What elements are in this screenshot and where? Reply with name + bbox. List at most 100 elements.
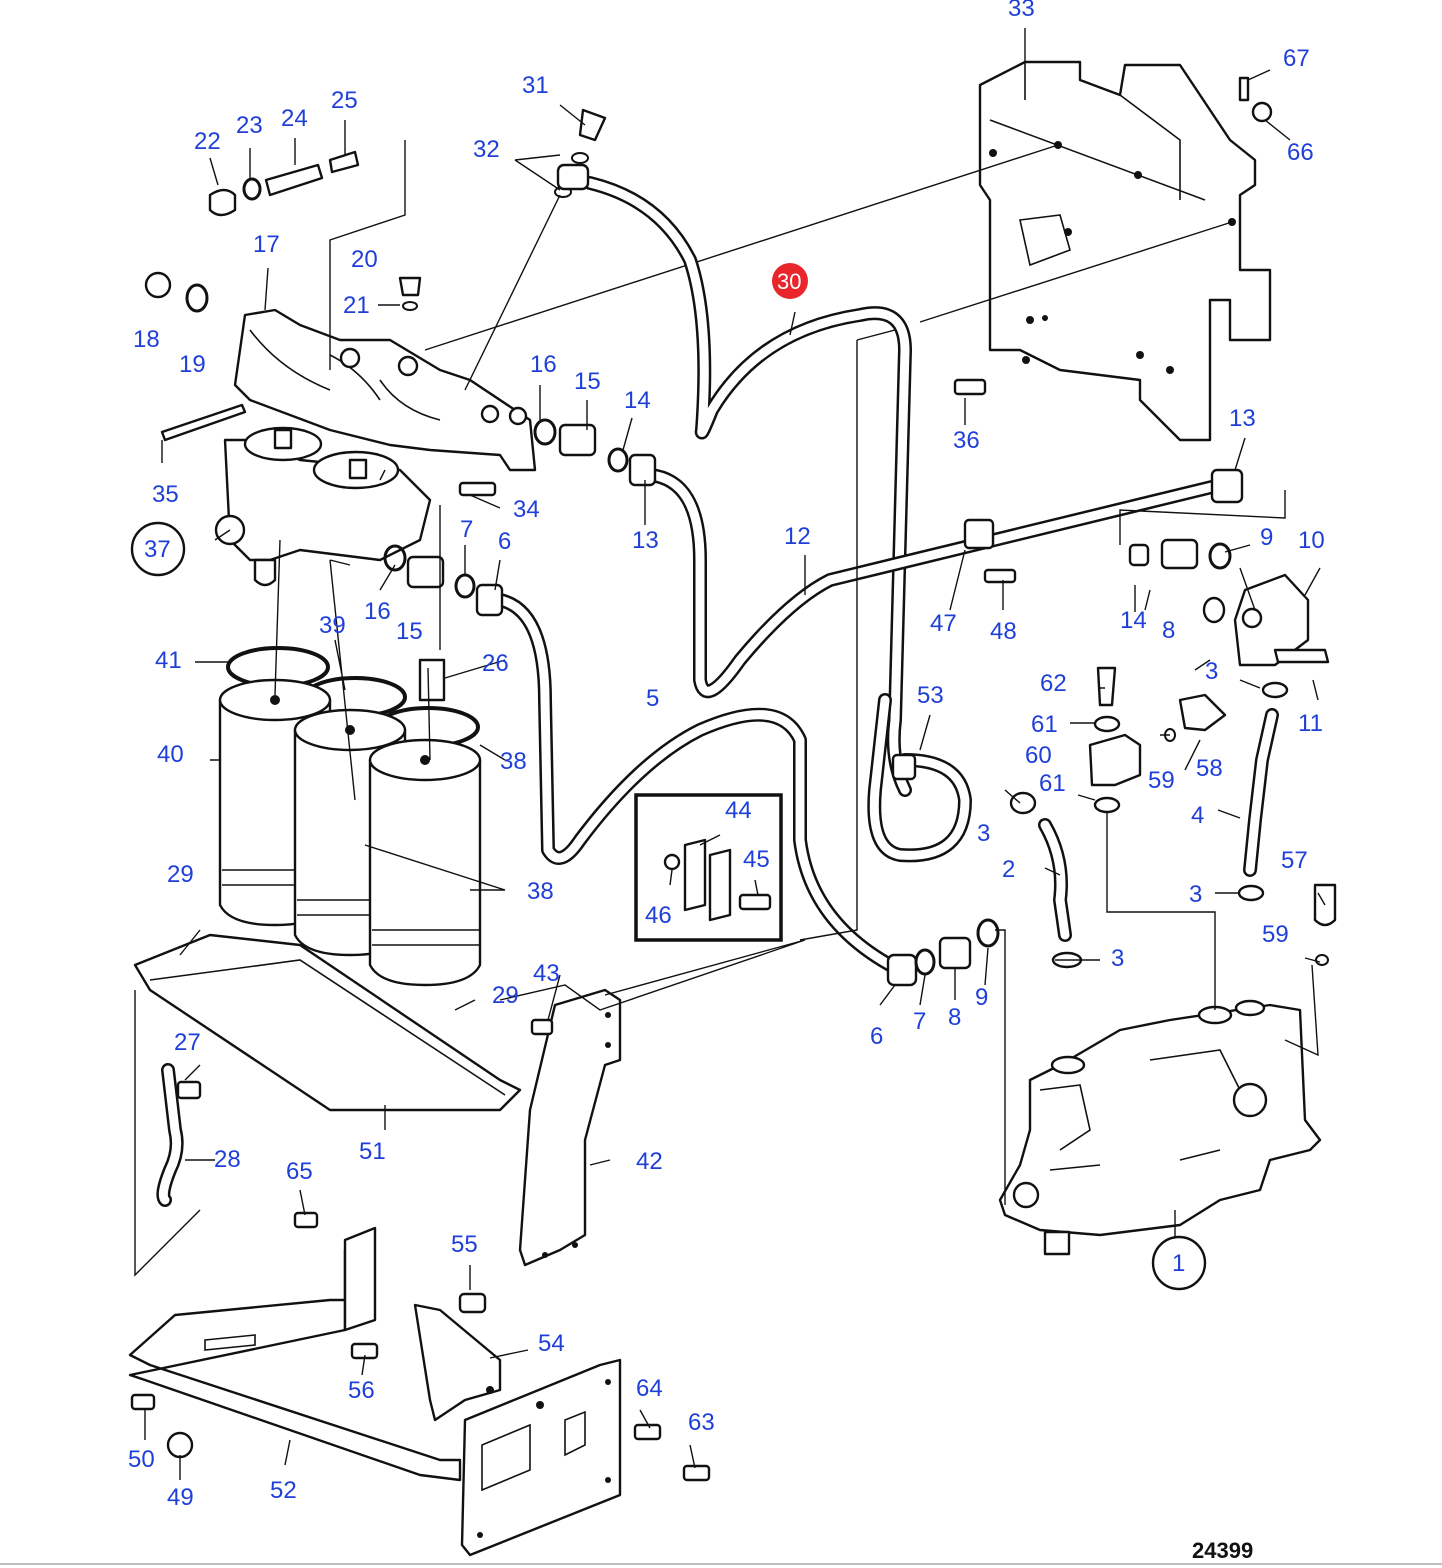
label-42: 42 (636, 1148, 663, 1175)
label-66: 66 (1287, 139, 1314, 166)
bottom-divider (0, 1563, 1442, 1565)
hose-30 (583, 176, 912, 797)
label-62: 62 (1040, 670, 1067, 697)
label-44: 44 (725, 797, 752, 824)
highlight-marker (772, 263, 808, 299)
support-frame (128, 1226, 462, 1482)
label-7-bottom: 7 (913, 1008, 926, 1035)
label-8-bottom: 8 (948, 1004, 961, 1031)
label-49: 49 (167, 1484, 194, 1511)
label-29-left: 29 (167, 861, 194, 888)
label-25: 25 (331, 87, 358, 114)
label-57: 57 (1281, 847, 1308, 874)
filter-housing (998, 999, 1322, 1256)
label-59-top: 59 (1148, 767, 1175, 794)
label-6-top: 6 (498, 528, 511, 555)
label-26: 26 (482, 650, 509, 677)
label-47: 47 (930, 610, 957, 637)
label-63: 63 (688, 1409, 715, 1436)
detail-box (634, 793, 783, 942)
label-48: 48 (990, 618, 1017, 645)
oil-filters (218, 678, 482, 987)
label-7-top: 7 (460, 516, 473, 543)
label-41: 41 (155, 647, 182, 674)
label-14-top: 14 (624, 387, 651, 414)
label-23: 23 (236, 112, 263, 139)
label-1: 1 (1172, 1250, 1185, 1277)
drip-tray (133, 933, 522, 1277)
label-5: 5 (646, 685, 659, 712)
mounting-bracket (978, 60, 1272, 442)
label-36: 36 (953, 427, 980, 454)
hose-53 (867, 693, 972, 863)
label-55: 55 (451, 1231, 478, 1258)
label-15-top: 15 (574, 368, 601, 395)
callout-circle-37 (130, 521, 186, 577)
label-3-c: 3 (1189, 881, 1202, 908)
label-13-right: 13 (1229, 405, 1256, 432)
callout-circle-1 (1151, 1235, 1207, 1291)
label-28: 28 (214, 1146, 241, 1173)
label-35: 35 (152, 481, 179, 508)
label-11: 11 (1298, 710, 1323, 737)
label-24: 24 (281, 105, 308, 132)
pipe-12 (643, 468, 1227, 699)
label-64: 64 (636, 1375, 663, 1402)
label-3-b: 3 (977, 820, 990, 847)
figure-number: 24399 (1192, 1538, 1253, 1563)
label-13-left: 13 (632, 527, 659, 554)
label-30: 30 (777, 269, 801, 294)
label-53: 53 (917, 682, 944, 709)
label-6-bottom: 6 (870, 1023, 883, 1050)
label-67: 67 (1283, 45, 1310, 72)
label-60: 60 (1025, 742, 1052, 769)
label-20: 20 (351, 246, 378, 273)
label-52: 52 (270, 1477, 297, 1504)
label-3-d: 3 (1111, 945, 1124, 972)
label-31: 31 (522, 72, 549, 99)
label-8-right: 8 (1162, 617, 1175, 644)
label-21: 21 (343, 292, 370, 319)
label-39: 39 (319, 612, 346, 639)
label-29-right: 29 (492, 982, 519, 1009)
label-3-a: 3 (1205, 658, 1218, 685)
label-37: 37 (144, 536, 171, 563)
label-45: 45 (743, 846, 770, 873)
part-labels: 33 67 66 31 32 25 24 23 22 17 20 21 18 1… (128, 0, 1325, 1563)
label-4: 4 (1191, 802, 1204, 829)
label-16-top: 16 (530, 351, 557, 378)
label-54: 54 (538, 1330, 565, 1357)
label-12: 12 (784, 523, 811, 550)
label-10: 10 (1298, 527, 1325, 554)
label-40: 40 (157, 741, 184, 768)
label-19: 19 (179, 351, 206, 378)
fittings (130, 76, 1337, 1482)
bracket-42 (518, 988, 622, 1267)
label-38-bottom: 38 (527, 878, 554, 905)
bracket-54 (413, 1303, 622, 1557)
label-14-right: 14 (1120, 607, 1147, 634)
filter-head (214, 308, 537, 587)
label-16-bottom: 16 (364, 598, 391, 625)
label-38-top: 38 (500, 748, 527, 775)
label-15-bottom: 15 (396, 618, 423, 645)
label-33: 33 (1008, 0, 1035, 22)
label-32: 32 (473, 136, 500, 163)
label-43: 43 (533, 960, 560, 987)
label-22: 22 (194, 128, 221, 155)
label-17: 17 (253, 231, 280, 258)
label-9-right: 9 (1260, 524, 1273, 551)
hose-28 (156, 1063, 202, 1207)
label-18: 18 (133, 326, 160, 353)
label-27: 27 (174, 1029, 201, 1056)
label-58: 58 (1196, 755, 1223, 782)
label-50: 50 (128, 1446, 155, 1473)
label-46: 46 (645, 902, 672, 929)
label-59-right: 59 (1262, 921, 1289, 948)
leader-lines (144, 28, 1326, 1480)
label-56: 56 (348, 1377, 375, 1404)
label-51: 51 (359, 1138, 386, 1165)
pipe-5 (493, 593, 897, 972)
